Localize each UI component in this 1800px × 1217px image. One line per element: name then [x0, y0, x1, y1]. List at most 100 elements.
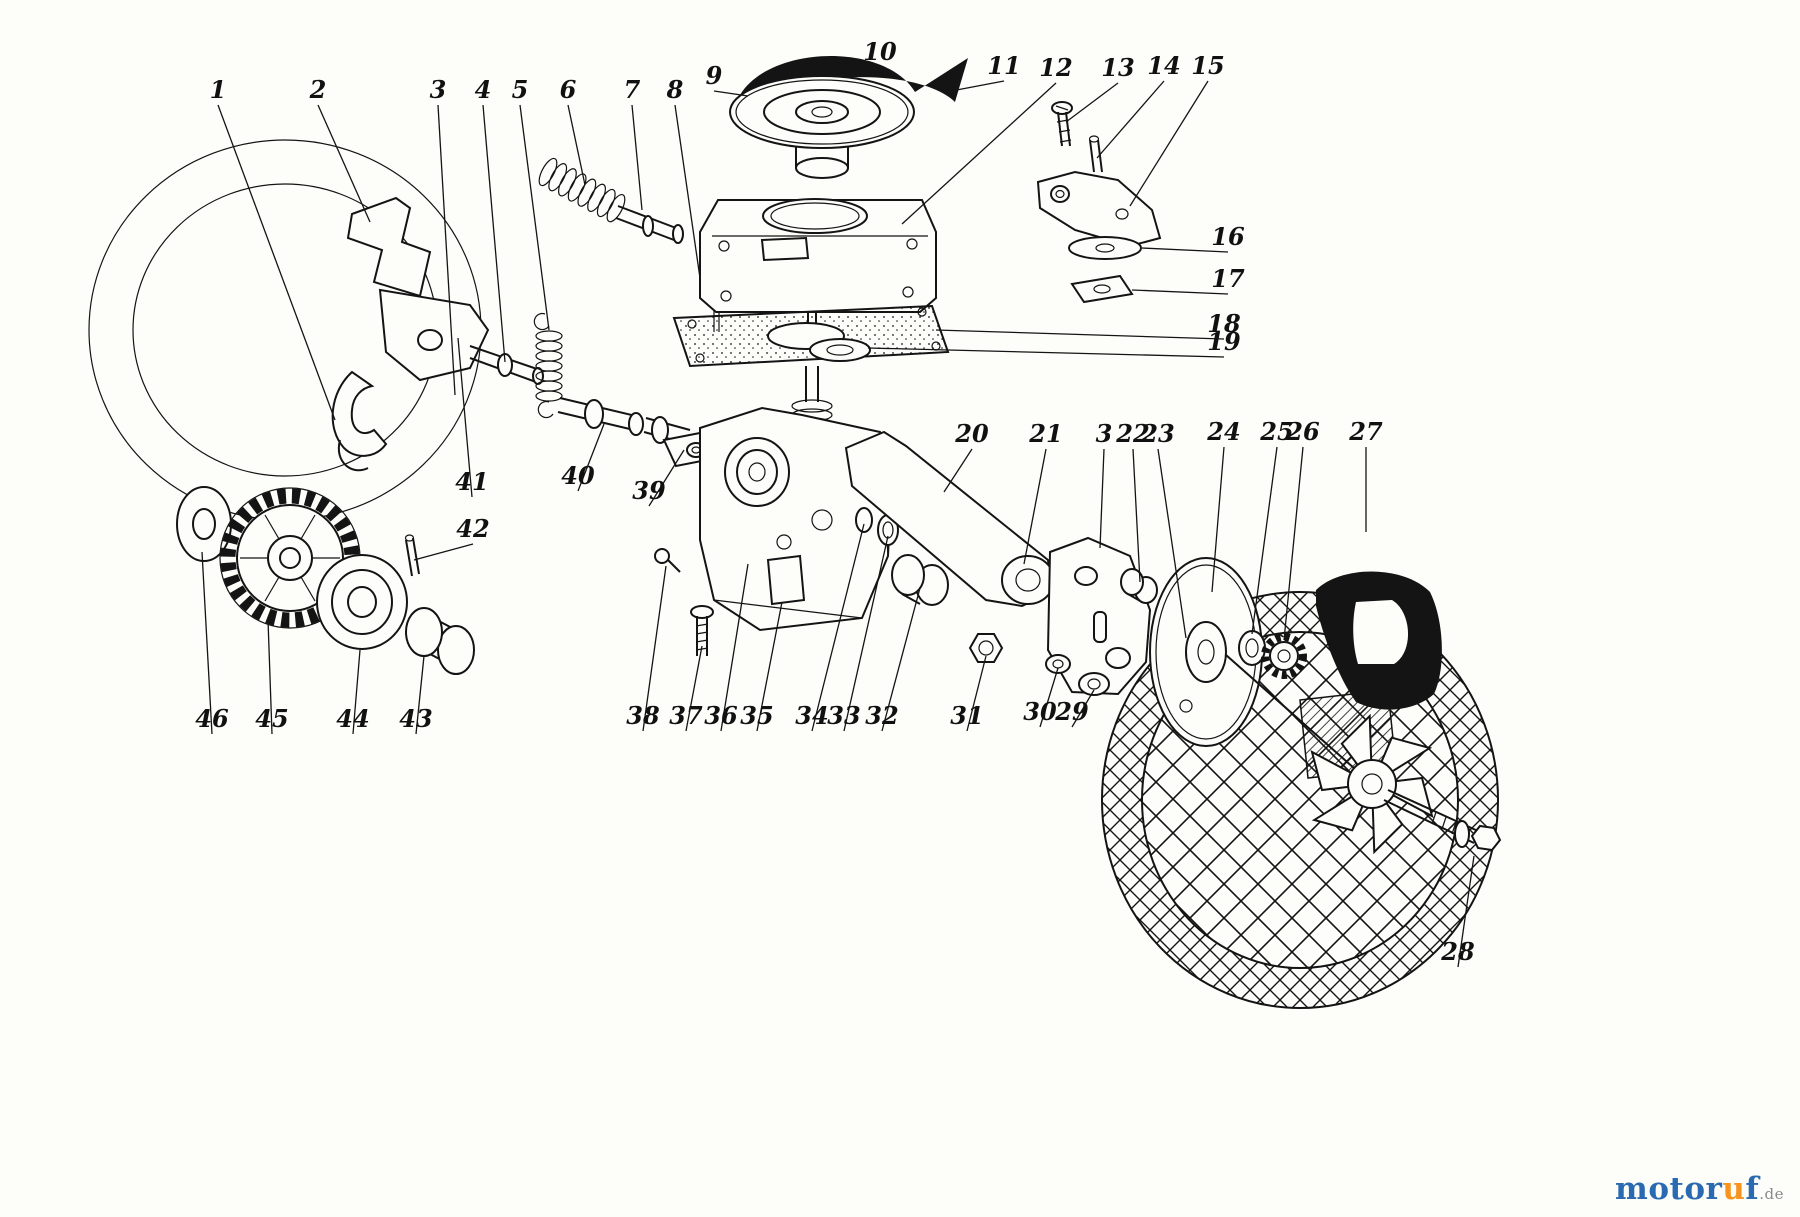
callout-42: 42 — [456, 514, 489, 543]
leader-line-11 — [945, 80, 1005, 93]
leader-line-30 — [1039, 667, 1059, 728]
leader-lines-group — [201, 63, 1475, 968]
leader-line-42 — [413, 543, 474, 561]
leader-line-6 — [567, 104, 586, 186]
leader-line-22 — [1132, 448, 1141, 583]
leader-line-20 — [943, 448, 973, 493]
hex-bolt-vertical — [690, 605, 714, 656]
leader-line-41 — [457, 337, 473, 498]
callout-37: 37 — [669, 701, 703, 730]
mounting-gasket — [672, 304, 950, 368]
screw-small — [654, 548, 681, 573]
callout-45: 45 — [255, 704, 288, 733]
leader-line-18 — [935, 329, 1225, 340]
hub-cylinder — [405, 607, 475, 675]
callout-22: 22 — [1115, 419, 1149, 448]
watermark-main-2: f — [1745, 1171, 1760, 1207]
callout-3: 3 — [430, 75, 447, 104]
engine-base — [699, 198, 937, 340]
bracket-washers — [1045, 654, 1110, 696]
v-belt — [740, 55, 968, 108]
axle-bearing — [1238, 630, 1266, 666]
callout-24: 24 — [1206, 417, 1240, 446]
pinion-gear — [1261, 633, 1307, 679]
leader-line-17 — [1131, 289, 1229, 295]
leader-line-24 — [1211, 446, 1225, 593]
callout-13: 13 — [1101, 53, 1134, 82]
leader-line-10 — [845, 63, 881, 68]
leader-line-29 — [1071, 689, 1095, 728]
callout-10: 10 — [863, 37, 897, 66]
leader-line-28 — [1457, 855, 1475, 968]
cooling-fan — [1310, 713, 1434, 855]
callout-26: 26 — [1285, 417, 1320, 446]
watermark: motoruf.de — [1615, 1171, 1784, 1207]
watermark-accent: u — [1722, 1171, 1746, 1207]
callout-19: 19 — [1207, 327, 1241, 356]
leader-line-31 — [966, 655, 987, 732]
leader-line-33 — [843, 535, 889, 732]
callout-20: 20 — [954, 419, 989, 448]
leader-line-8 — [674, 104, 701, 279]
leader-line-26 — [1283, 446, 1304, 641]
leader-line-16 — [1141, 247, 1229, 253]
callout-4: 4 — [475, 75, 492, 104]
idler-shaft — [615, 205, 684, 244]
leader-line-32 — [881, 587, 921, 732]
callout-28: 28 — [1440, 937, 1475, 966]
square-pad — [1070, 274, 1134, 304]
callout-39: 39 — [632, 476, 666, 505]
leader-line-23 — [1157, 448, 1187, 639]
callout-46: 46 — [195, 704, 229, 733]
drive-pulley — [729, 75, 915, 179]
callout-41: 41 — [455, 467, 488, 496]
callout-23: 23 — [1140, 419, 1174, 448]
callout-5: 5 — [512, 75, 529, 104]
flat-washer — [1068, 236, 1142, 260]
leader-line-15 — [1129, 80, 1209, 207]
callout-25: 25 — [1259, 417, 1293, 446]
callout-29: 29 — [1054, 697, 1089, 726]
thrust-washer — [176, 486, 232, 562]
leader-line-46 — [201, 551, 213, 735]
leader-line-43 — [415, 655, 425, 735]
callout-1: 1 — [210, 75, 227, 104]
callout-32: 32 — [865, 701, 898, 730]
spacer-sleeve — [1120, 568, 1158, 604]
leader-line-34 — [811, 523, 865, 732]
gear-box-housing — [699, 406, 894, 632]
watermark-suffix: .de — [1759, 1185, 1784, 1203]
callout-16: 16 — [1211, 222, 1245, 251]
output-shaft-parts — [855, 507, 949, 606]
watermark-main-1: motor — [1615, 1171, 1723, 1207]
leader-line-25 — [1251, 446, 1278, 635]
leader-line-19 — [867, 347, 1225, 358]
callout-17: 17 — [1211, 264, 1245, 293]
leader-line-14 — [1096, 80, 1165, 159]
callout-30: 30 — [1023, 697, 1057, 726]
hex-nut — [968, 633, 1004, 663]
leader-line-38 — [642, 565, 667, 732]
callout-6: 6 — [560, 75, 577, 104]
leader-line-9 — [713, 90, 749, 97]
leader-line-13 — [1065, 82, 1119, 123]
leader-line-2 — [317, 104, 371, 223]
leader-line-3 — [437, 104, 456, 396]
callout-12: 12 — [1039, 53, 1072, 82]
leader-line-1 — [217, 104, 336, 421]
callout-40: 40 — [561, 461, 595, 490]
callout-15: 15 — [1191, 51, 1224, 80]
leader-line-45 — [267, 619, 273, 735]
dowel-pin — [1088, 135, 1103, 173]
compression-spring-diagonal — [538, 157, 626, 223]
screw — [1051, 101, 1073, 147]
callout-8: 8 — [666, 75, 684, 104]
leader-line-39 — [648, 449, 685, 507]
callout-2: 2 — [309, 75, 327, 104]
callout-44: 44 — [336, 704, 369, 733]
callout-3b: 3 — [1096, 419, 1113, 448]
leader-line-7 — [631, 104, 643, 211]
callout-7: 7 — [624, 75, 641, 104]
axle-bolt — [1383, 789, 1502, 852]
